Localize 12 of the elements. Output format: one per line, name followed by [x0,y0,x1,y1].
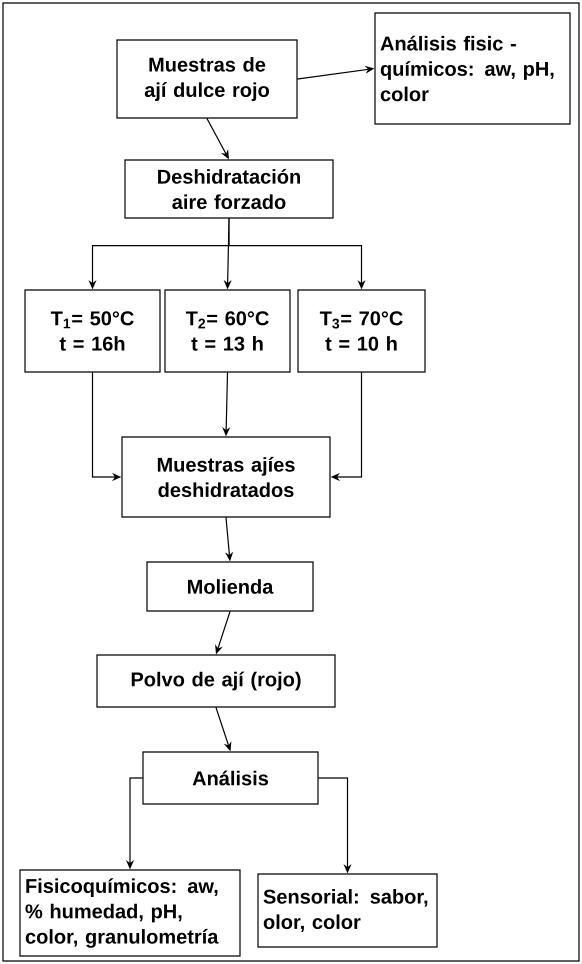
process-box: Sensorial: sabor, olor, color [257,873,438,948]
process-box: Análisis fisic - químicos: aw, pH, color [374,12,571,125]
process-box: Fisicoquímicos: aw, % humedad, pH, color, granulometría [19,869,241,957]
process-box: Muestras de ají dulce rojo [116,39,298,119]
process-box: Molienda [146,561,314,612]
process-box: Análisis [142,751,319,805]
process-box: T$_{2}$= 60°C t = 13 h [164,289,291,373]
process-box: T$_{1}$= 50°C t = 16h [24,289,161,373]
process-box: Deshidratación aire forzado [124,159,334,219]
process-box: Polvo de ají (rojo) [96,654,336,708]
process-box: Muestras ajíes deshidratados [121,436,331,518]
process-box: T$_{3}$= 70°C t = 10 h [297,289,426,373]
